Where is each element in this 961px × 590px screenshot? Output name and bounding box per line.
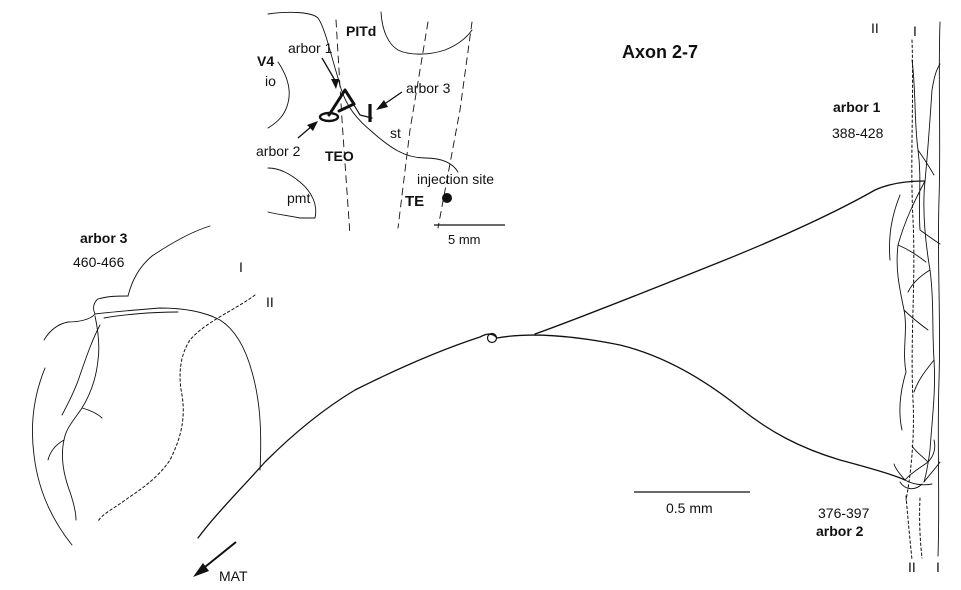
inset-axon-path bbox=[344, 89, 373, 119]
inset-label-v4: V4 bbox=[257, 53, 274, 69]
inset-label-st: st bbox=[390, 125, 401, 141]
inset-sulcus-v4 bbox=[267, 61, 290, 129]
arbor-2-branches bbox=[893, 439, 941, 486]
axon-main-trunk bbox=[197, 333, 498, 539]
inset-label-pmt: pmt bbox=[287, 190, 310, 206]
layer-label-II-left: II bbox=[266, 294, 274, 310]
arbor-1-name: arbor 1 bbox=[833, 99, 881, 115]
axon-branch-to-arbor-1 bbox=[534, 180, 926, 335]
arbor-3-branches bbox=[43, 295, 262, 521]
layer-label-II-bottom-right: II bbox=[908, 559, 916, 575]
arbor-2-cap bbox=[899, 481, 923, 490]
cortex-contour-left bbox=[32, 367, 73, 546]
arbor-1-branches bbox=[889, 59, 941, 483]
axon-trunk bbox=[197, 180, 926, 539]
arbor-3-range: 460-466 bbox=[73, 254, 125, 270]
arbor-3-reconstruction: arbor 3 460-466 I II bbox=[32, 225, 274, 546]
inset-boundary-1 bbox=[335, 19, 351, 236]
inset-label-arbor-2: arbor 2 bbox=[256, 143, 301, 159]
inset-sulcus-pitd bbox=[380, 11, 473, 55]
inset-sulcus-top-left bbox=[267, 11, 459, 173]
inset-label-teo: TEO bbox=[325, 148, 354, 164]
mat-direction-arrow bbox=[193, 541, 237, 577]
arbor-1-2-reconstruction: II I arbor 1 388-428 376-397 arbor 2 II … bbox=[816, 20, 941, 575]
inset-arbor-2-mark bbox=[318, 111, 340, 123]
arbor-2-name: arbor 2 bbox=[816, 523, 864, 539]
inset-label-te: TE bbox=[405, 193, 424, 210]
injection-site-dot bbox=[442, 193, 452, 203]
layer-boundary-left bbox=[97, 294, 256, 523]
layer-label-I-left: I bbox=[239, 259, 243, 275]
inset-brain-map: PITd V4 io arbor 1 arbor 3 st arbor 2 TE… bbox=[256, 11, 505, 247]
layer-label-I-bottom-right: I bbox=[936, 559, 940, 575]
inset-label-pitd: PITd bbox=[346, 23, 376, 39]
layer-label-I-top-right: I bbox=[913, 23, 917, 39]
arbor-3-name: arbor 3 bbox=[80, 230, 128, 246]
arbor-1-range: 388-428 bbox=[832, 125, 884, 141]
axon-branch-point bbox=[486, 332, 498, 344]
inset-label-io: io bbox=[265, 73, 276, 89]
axon-branch-to-arbor-2 bbox=[496, 334, 906, 481]
arbor-2-range: 376-397 bbox=[818, 505, 870, 521]
inset-sulcus-pmt bbox=[267, 167, 317, 219]
figure-title: Axon 2-7 bbox=[622, 42, 698, 62]
inset-scale-label: 5 mm bbox=[448, 232, 481, 247]
pial-surface-left bbox=[127, 225, 211, 297]
inset-label-arbor-3: arbor 3 bbox=[406, 80, 451, 96]
main-scale-label: 0.5 mm bbox=[666, 500, 713, 516]
inset-label-injection-site: injection site bbox=[417, 171, 494, 187]
inset-label-arbor-1: arbor 1 bbox=[288, 40, 333, 56]
inset-arbor-1-mark bbox=[327, 88, 356, 117]
pial-surface-right bbox=[937, 21, 941, 557]
layer-boundary-right bbox=[905, 39, 915, 501]
inset-boundary-2 bbox=[397, 21, 429, 229]
inset-leader-arrows bbox=[297, 57, 403, 139]
inset-boundary-3 bbox=[437, 21, 473, 229]
layer-boundary-right-lower bbox=[905, 495, 923, 561]
layer-label-II-top-right: II bbox=[871, 20, 879, 36]
mat-direction-label: MAT bbox=[219, 568, 248, 584]
